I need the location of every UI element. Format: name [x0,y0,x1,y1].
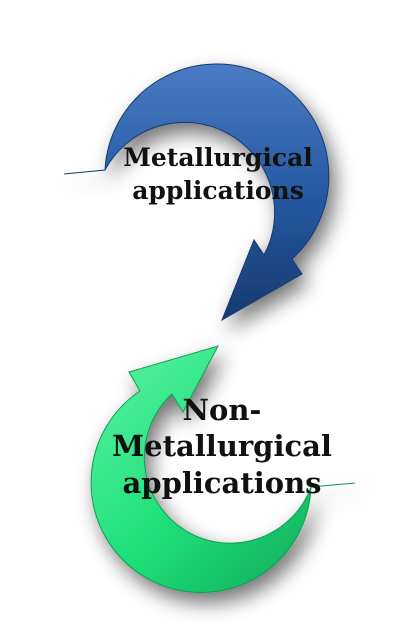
non-metallurgical-label-line1: Non- [183,393,262,427]
metallurgical-label-line1: Metallurgical [123,143,313,172]
non-metallurgical-arrow-body [90,345,356,593]
metallurgical-arrow-body [63,63,330,322]
non-metallurgical-label-line2: Metallurgical [112,429,332,463]
non-metallurgical-label-line3: applications [123,466,322,500]
metallurgical-cycle-arrow [63,63,330,322]
non-metallurgical-cycle-arrow [90,345,356,593]
metallurgical-label-line2: applications [132,176,304,205]
